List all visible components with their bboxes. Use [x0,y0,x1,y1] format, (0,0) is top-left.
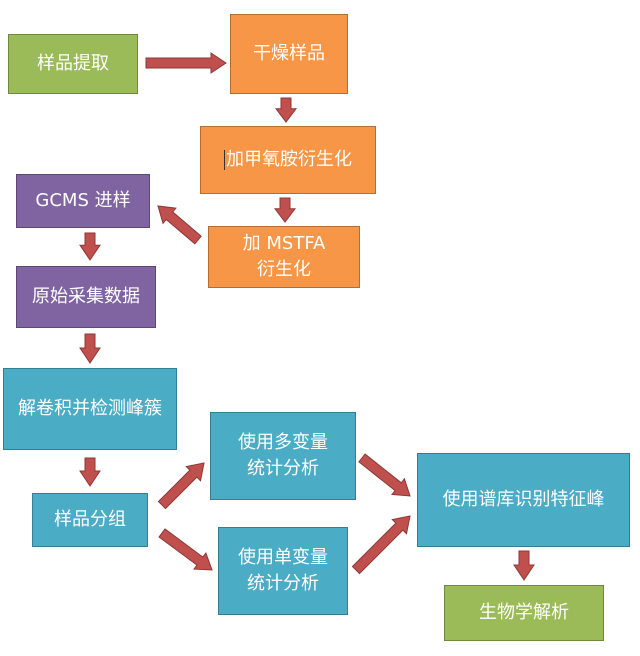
node-label: GCMS 进样 [35,190,131,211]
node-deconvolution-peak-detection[interactable]: 解卷积并检测峰簇 [3,368,177,450]
node-label: 原始采集数据 [32,286,140,307]
node-univariate-analysis[interactable]: 使用单变量 统计分析 [218,527,348,615]
arrow-gcms-to-rawdata [79,232,101,261]
node-methoxyamine-derivatization[interactable]: 加甲氧胺衍生化 [200,126,376,194]
arrow-methoxyamine-to-mstfa [273,197,297,223]
arrow-library-to-bio [513,550,535,581]
arrow-multivariate-to-library [358,453,411,497]
node-multivariate-analysis[interactable]: 使用多变量 统计分析 [210,412,356,500]
node-label: 使用单变量 统计分析 [238,547,328,594]
node-label: 干燥样品 [253,43,325,64]
node-biological-interpretation[interactable]: 生物学解析 [444,585,604,641]
node-dry-sample[interactable]: 干燥样品 [230,14,348,94]
node-sample-extraction[interactable]: 样品提取 [8,34,138,94]
node-sample-grouping[interactable]: 样品分组 [32,493,148,547]
node-library-feature-identification[interactable]: 使用谱库识别特征峰 [417,453,630,547]
node-label: 生物学解析 [479,602,569,623]
arrow-mstfa-to-gcms [157,205,202,245]
node-raw-data-acquisition[interactable]: 原始采集数据 [16,266,156,328]
node-label: 使用多变量 统计分析 [238,432,328,479]
arrow-deconvolution-to-grouping [79,457,101,487]
node-gcms-injection[interactable]: GCMS 进样 [16,174,150,228]
node-label: 加 MSTFA 衍生化 [242,233,326,280]
arrow-grouping-to-univariate [158,528,213,571]
arrow-dry-to-methoxyamine [274,97,298,123]
arrow-extraction-to-dry [145,52,227,74]
node-label: 加甲氧胺衍生化 [226,149,352,170]
arrow-univariate-to-library [351,515,411,575]
arrow-grouping-to-multivariate [157,462,205,510]
node-label: 样品提取 [37,53,109,74]
node-label: 使用谱库识别特征峰 [442,489,605,510]
text-cursor-icon [224,150,225,170]
arrow-rawdata-to-deconvolution [79,333,101,364]
node-label: 样品分组 [54,509,126,530]
node-mstfa-derivatization[interactable]: 加 MSTFA 衍生化 [208,226,360,288]
node-label: 解卷积并检测峰簇 [18,398,162,419]
